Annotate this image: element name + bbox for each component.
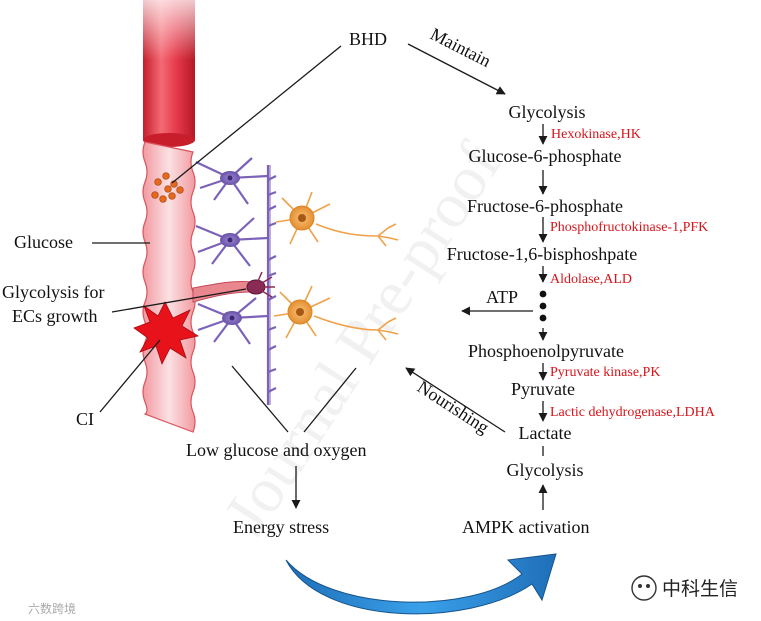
enzyme-ldha: Lactic dehydrogenase,LDHA bbox=[550, 405, 716, 420]
maintain-label: Maintain bbox=[427, 24, 494, 71]
pointer-lines bbox=[92, 45, 357, 433]
bhd-label: BHD bbox=[349, 29, 387, 49]
enzyme-pfk: Phosphofructokinase-1,PFK bbox=[550, 220, 708, 235]
enzyme-pk: Pyruvate kinase,PK bbox=[550, 365, 660, 380]
neurons bbox=[273, 191, 399, 341]
atp-label: ATP bbox=[486, 287, 518, 307]
nourishing-arrow bbox=[405, 367, 506, 433]
glycolysis-pathway: Glycolysis Glucose-6-phosphate Fructose-… bbox=[447, 102, 716, 510]
brand-text: 中科生信 bbox=[662, 578, 738, 600]
nourishing-label: Nourishing bbox=[414, 377, 493, 438]
brand-badge bbox=[631, 575, 657, 601]
low-glucose-oxygen-label: Low glucose and oxygen bbox=[186, 440, 366, 460]
pathway-glycolysis-bottom: Glycolysis bbox=[506, 460, 583, 480]
ci-label: CI bbox=[76, 409, 94, 429]
pathway-glucose-6-phosphate: Glucose-6-phosphate bbox=[469, 146, 622, 166]
pathway-pyruvate: Pyruvate bbox=[511, 379, 575, 399]
glycolysis-ecs-label-line2: ECs growth bbox=[12, 306, 98, 326]
watermark: Journal Pre-proof bbox=[210, 130, 515, 546]
glucose-label: Glucose bbox=[14, 232, 73, 252]
energy-stress-label: Energy stress bbox=[233, 517, 329, 537]
enzyme-hk: Hexokinase,HK bbox=[551, 127, 641, 142]
ci-burst bbox=[133, 301, 200, 366]
pathway-lactate: Lactate bbox=[519, 423, 572, 443]
corner-watermark: 六数跨境 bbox=[28, 601, 76, 616]
blue-cycle-arrow bbox=[285, 553, 557, 615]
blood-vessel bbox=[142, 0, 253, 433]
endothelial-cell bbox=[246, 271, 275, 298]
pathway-phosphoenolpyruvate: Phosphoenolpyruvate bbox=[468, 341, 624, 361]
pathway-fructose-1-6-bisphosphate: Fructose-1,6-bisphoshpate bbox=[447, 244, 637, 264]
pathway-fructose-6-phosphate: Fructose-6-phosphate bbox=[467, 196, 623, 216]
pathway-glycolysis-top: Glycolysis bbox=[508, 102, 585, 122]
astrocytes bbox=[195, 157, 277, 405]
ampk-activation-label: AMPK activation bbox=[462, 517, 590, 537]
intermediate-dots bbox=[539, 290, 547, 322]
enzyme-ald: Aldolase,ALD bbox=[550, 272, 632, 287]
glycolysis-ecs-label-line1: Glycolysis for bbox=[2, 282, 105, 302]
maintain-arrow bbox=[407, 43, 506, 95]
